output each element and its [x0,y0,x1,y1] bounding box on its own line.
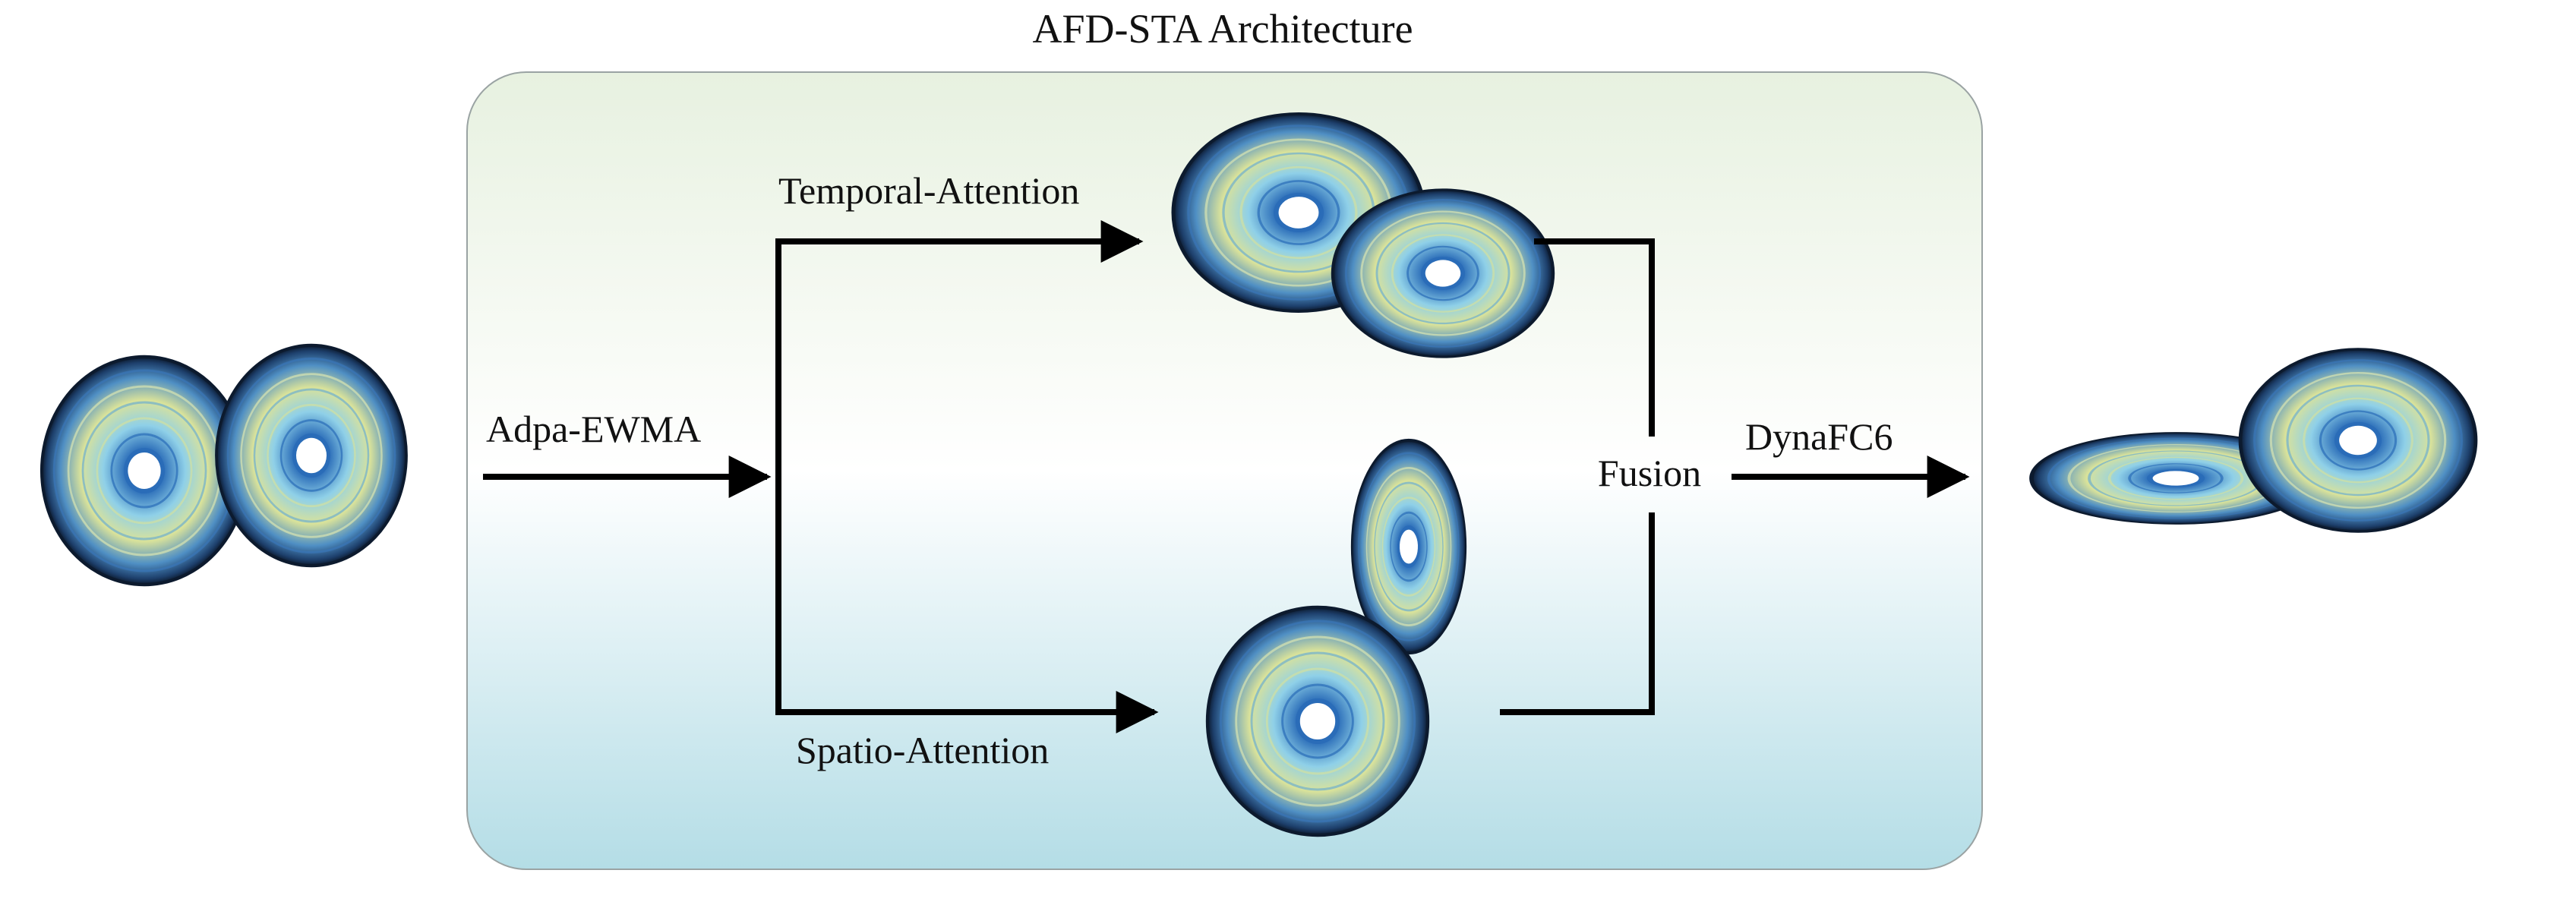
output-attractor-icon [2022,326,2506,555]
fusion-bracket-bottom [1500,512,1655,715]
diagram-title: AFD-STA Architecture [1032,6,1413,52]
input-attractor-icon [26,325,425,603]
fusion-bracket-top [1534,238,1655,437]
fusion-label: Fusion [1598,452,1701,494]
input-step-label: Adpa-EWMA [486,408,701,450]
temporal-label: Temporal-Attention [778,169,1079,212]
output-step-label: DynaFC6 [1745,415,1893,458]
architecture-panel [466,71,1983,870]
spatial-label: Spatio-Attention [796,729,1049,771]
